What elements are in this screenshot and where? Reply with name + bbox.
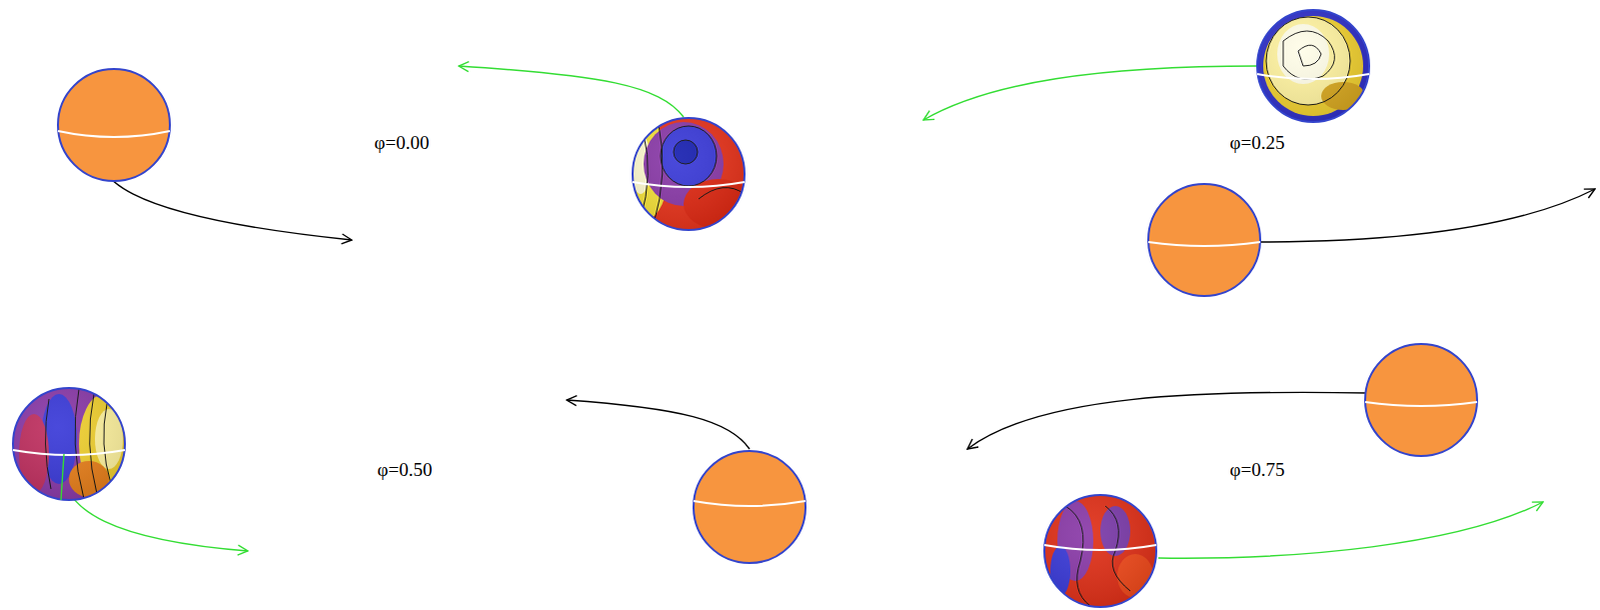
orbit-arrow	[566, 399, 750, 449]
phase-label: φ=0.75	[1230, 458, 1286, 481]
orbit-arrow	[923, 65, 1258, 120]
phase-label: φ=0.00	[374, 131, 430, 154]
phase-label: φ=0.25	[1230, 131, 1286, 154]
surface-map	[1040, 490, 1161, 610]
orbit-arrow	[458, 65, 684, 117]
orbit-arrow	[1158, 501, 1544, 558]
surface-map	[1253, 5, 1374, 126]
surface-map	[624, 113, 754, 234]
orbit-arrow	[967, 391, 1368, 449]
orange-star	[693, 450, 806, 563]
orange-star	[1148, 183, 1261, 296]
orange-star	[57, 68, 170, 181]
orange-star	[1365, 343, 1478, 456]
surface-map	[8, 383, 129, 504]
orbit-arrow	[1260, 188, 1596, 242]
phase-label: φ=0.50	[377, 458, 433, 481]
